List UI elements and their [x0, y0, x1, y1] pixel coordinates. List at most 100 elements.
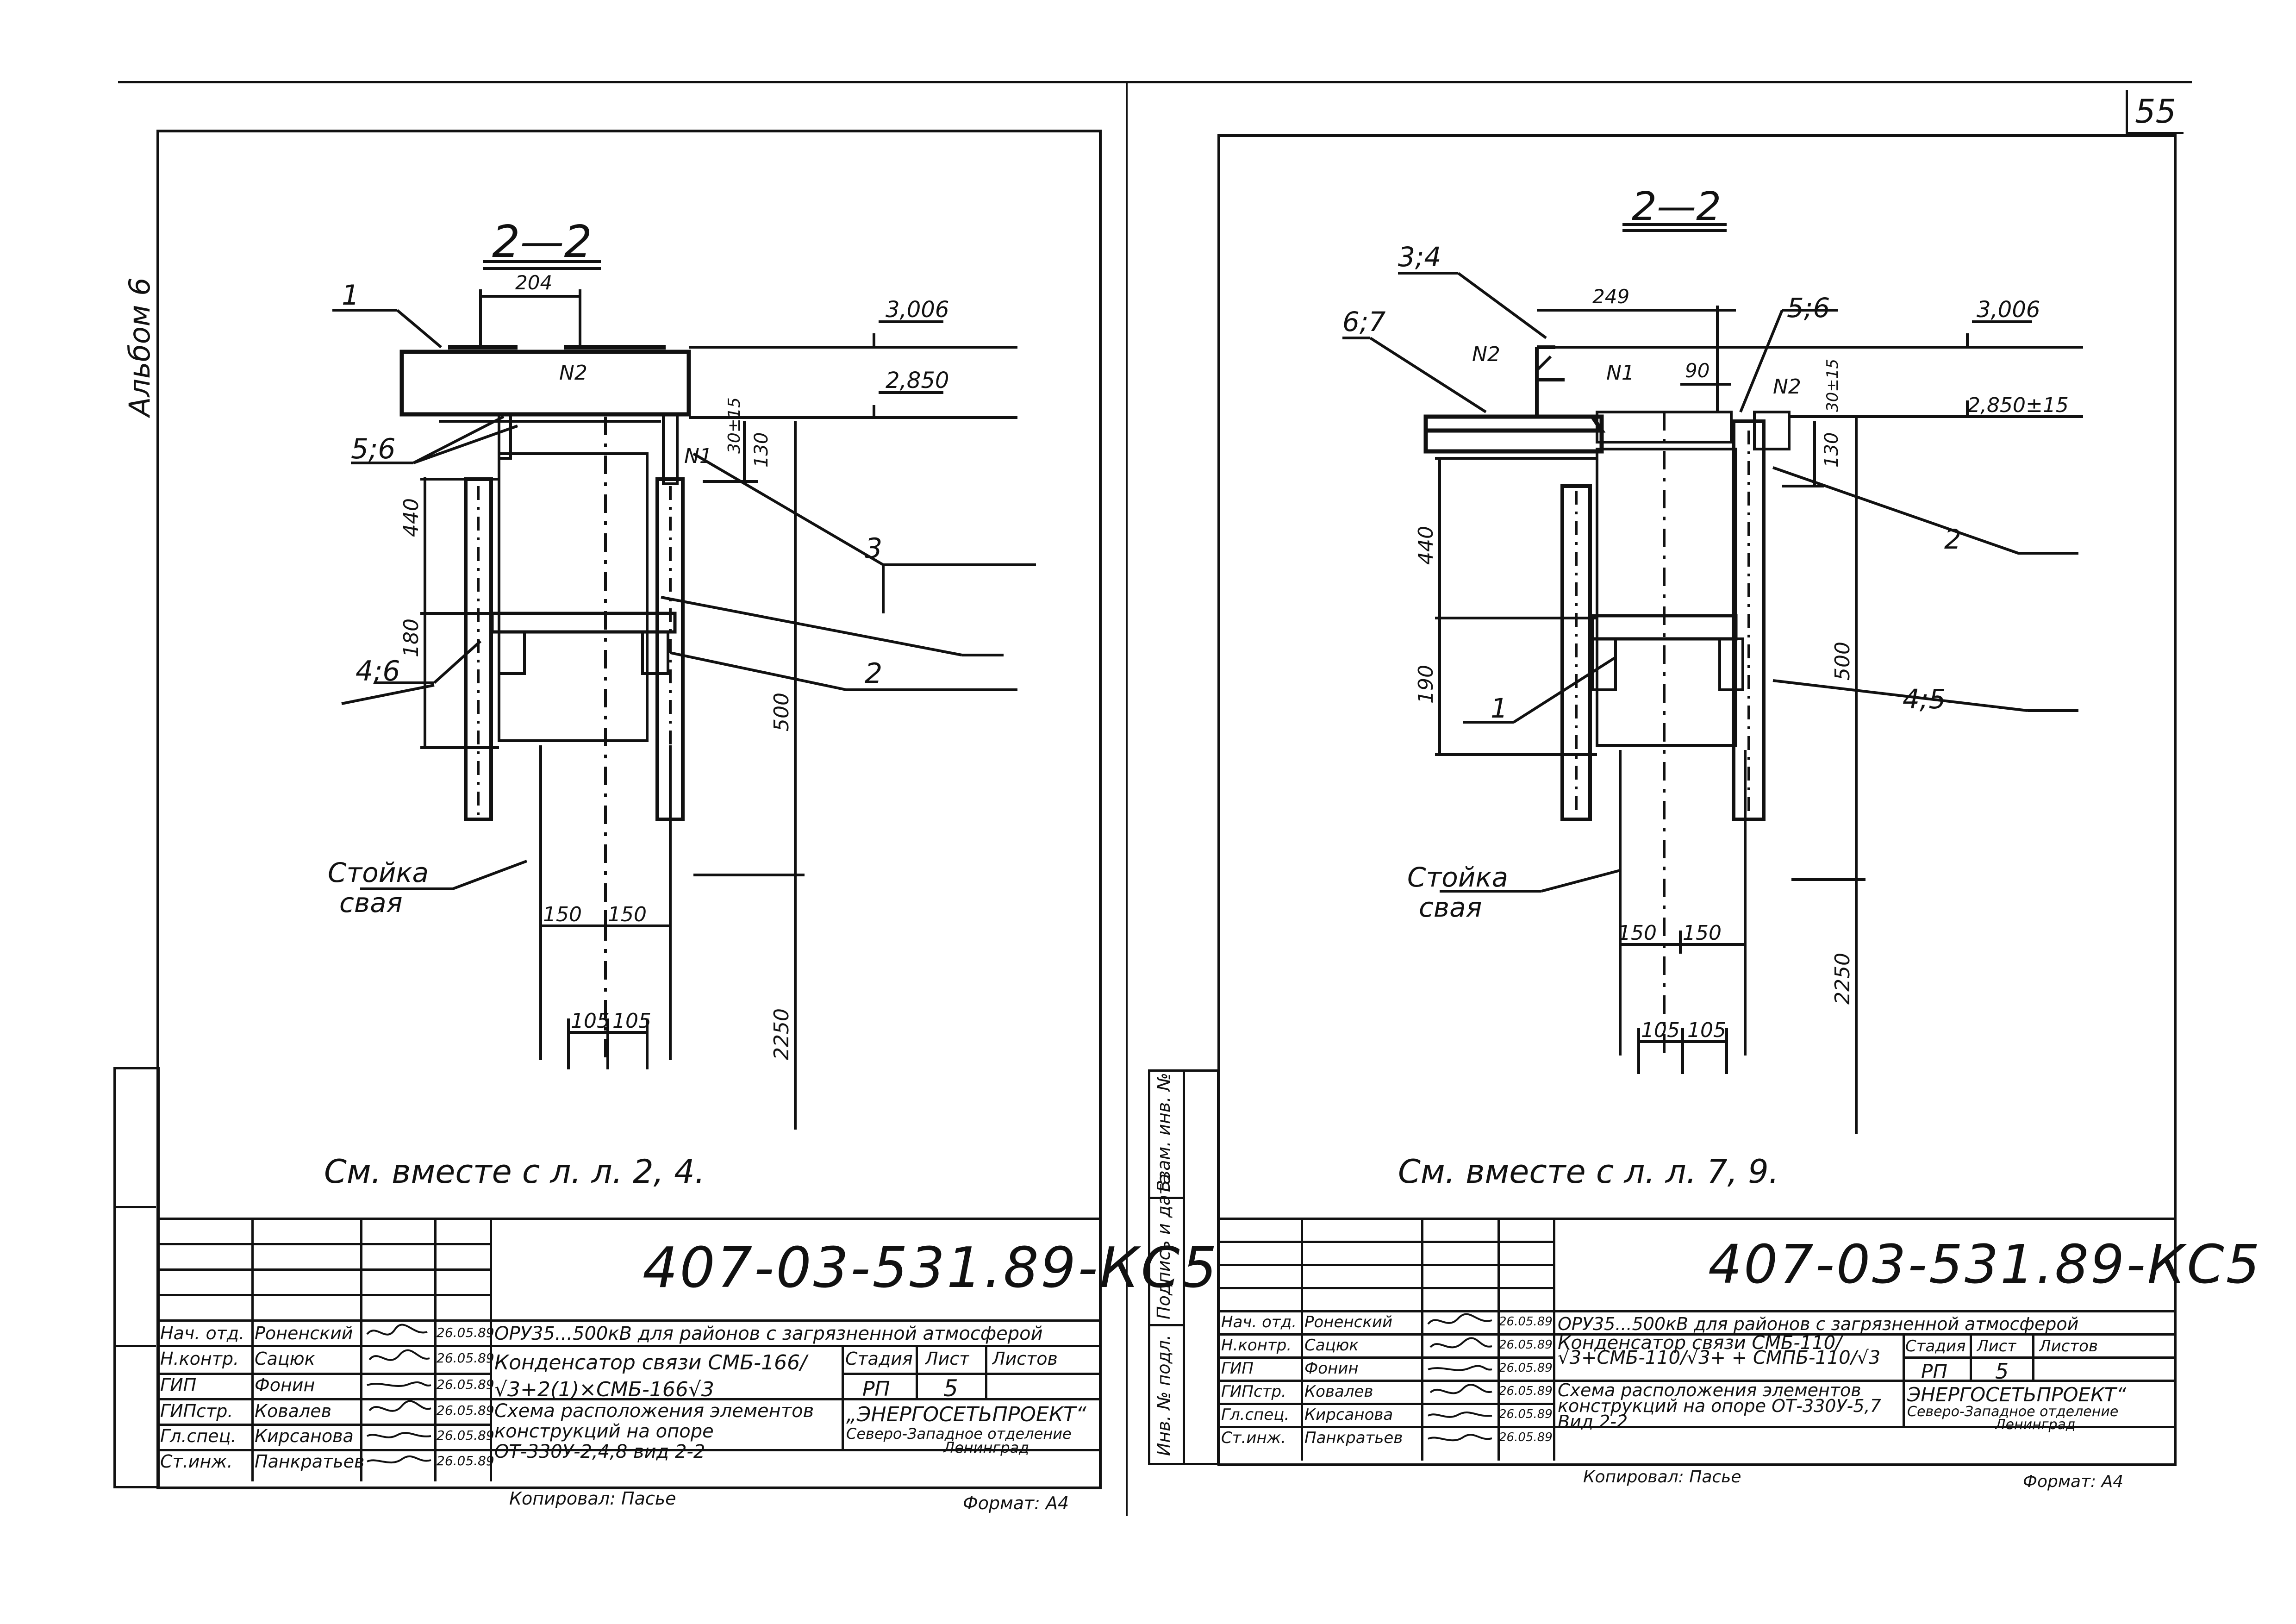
section-title: 2—2 [492, 217, 592, 268]
page-number-box [2126, 90, 2184, 134]
right-stage-header: Стадия [1905, 1337, 1966, 1355]
callout-n2: N2 [559, 361, 587, 385]
right-callout-n2a: N2 [1472, 343, 1500, 366]
right-callout-34: 3;4 [1398, 241, 1441, 273]
right-level-2850: 2,850±15 [1967, 394, 2069, 417]
right-name-1: Сацюк [1304, 1336, 1359, 1355]
left-org1: „ЭНЕРГОСЕТЬПРОЕКТ“ [846, 1403, 1086, 1426]
left-date-5: 26.05.89 [437, 1453, 494, 1468]
dim-440: 440 [399, 498, 423, 537]
right-role-5: Ст.инж. [1221, 1429, 1286, 1447]
margin-label-inv: Инв. № подл. [1154, 1334, 1174, 1456]
right-drawing-code: 407-03-531.89-КС5 [1708, 1234, 2262, 1296]
right-org1: ЭНЕРГОСЕТЬПРОЕКТ“ [1907, 1383, 2127, 1406]
right-org2: Северо-Западное отделение [1907, 1404, 2119, 1420]
right-dim-90: 90 [1685, 359, 1710, 382]
left-name-2: Фонин [255, 1375, 315, 1395]
right-sheet-desc: Схема расположения элементов конструкций… [1558, 1382, 1881, 1430]
left-date-1: 26.05.89 [437, 1350, 494, 1366]
right-signatures [1427, 1313, 1492, 1442]
level-3006: 3,006 [886, 297, 949, 323]
right-org3: Ленинград [1995, 1417, 2076, 1433]
right-name-5: Панкратьев [1304, 1429, 1403, 1447]
right-stoika-label: Стойка [1407, 862, 1508, 893]
left-org2: Северо-Западное отделение [846, 1425, 1072, 1443]
left-signatures [366, 1324, 431, 1464]
right-section-drawing: 2—2 3;4 6;7 5;6 N2 N2 N1 249 90 3,006 2,… [1342, 184, 2083, 1134]
callout-1: 1 [342, 279, 359, 312]
dim-2250: 2250 [770, 1008, 793, 1060]
right-callout-56: 5;6 [1787, 292, 1830, 324]
left-date-4: 26.05.89 [437, 1428, 494, 1443]
right-role-1: Н.контр. [1221, 1336, 1292, 1355]
left-name-0: Роненский [255, 1323, 353, 1343]
left-binding-strip [113, 1067, 160, 1488]
right-see-also-note: См. вместе с л. л. 7, 9. [1398, 1153, 1779, 1191]
right-callout-67: 6;7 [1342, 306, 1385, 337]
right-callout-2: 2 [1944, 524, 1961, 555]
margin-label-sign: Подпись и дата [1154, 1174, 1174, 1319]
right-dim-30: 30±15 [1823, 359, 1842, 412]
left-sheet-frame [156, 130, 1102, 1489]
right-dim-440: 440 [1414, 526, 1438, 565]
left-name-3: Ковалев [255, 1401, 331, 1421]
left-copied-by: Копировал: Пасье [509, 1488, 676, 1509]
level-2850: 2,850 [886, 368, 949, 394]
right-dim-105b: 105 [1687, 1018, 1726, 1042]
right-name-4: Кирсанова [1304, 1405, 1393, 1424]
left-date-3: 26.05.89 [437, 1403, 494, 1418]
left-title-block: 407-03-531.89-КС5 ОРУ35...500кВ для райо… [156, 1218, 1217, 1484]
right-copied-by: Копировал: Пасье [1583, 1468, 1741, 1487]
left-stage: РП [862, 1377, 890, 1401]
right-level-3006: 3,006 [1977, 297, 2040, 323]
right-callout-n2b: N2 [1773, 375, 1801, 399]
dim-130: 130 [751, 432, 772, 468]
callout-3: 3 [865, 532, 882, 565]
dim-150b: 150 [608, 903, 647, 926]
left-list: 5 [943, 1375, 958, 1402]
left-role-2: ГИП [160, 1375, 197, 1395]
callout-46: 4;6 [356, 655, 400, 687]
right-drawing-name: Конденсатор связи СМБ-110/√3+СМБ-110/√3+… [1558, 1336, 1881, 1365]
left-name-5: Панкратьев [255, 1451, 365, 1472]
left-role-5: Ст.инж. [160, 1451, 233, 1472]
right-dim-500: 500 [1831, 642, 1854, 681]
left-sheet-desc: Схема расположения элементов конструкций… [494, 1401, 814, 1462]
callout-n1: N1 [684, 444, 712, 468]
left-name-1: Сацюк [255, 1349, 315, 1369]
right-role-3: ГИПстр. [1221, 1382, 1286, 1401]
right-name-3: Ковалев [1304, 1382, 1373, 1401]
left-format: Формат: А4 [963, 1493, 1069, 1513]
right-callout-45: 4;5 [1903, 683, 1946, 715]
stoika-label: Стойка [328, 857, 429, 888]
left-role-4: Гл.спец. [160, 1426, 237, 1446]
page-number: 55 [2135, 93, 2177, 131]
right-dim-249: 249 [1592, 285, 1629, 308]
right-list: 5 [1995, 1359, 2009, 1384]
dim-180: 180 [399, 618, 423, 657]
right-title-block: 407-03-531.89-КС5 ОРУ35...500кВ для райо… [1217, 1218, 2260, 1463]
right-list-header: Лист [1977, 1337, 2017, 1355]
right-svaya-label: свая [1419, 892, 1482, 923]
dim-150a: 150 [543, 903, 582, 926]
left-section-drawing: 2—2 204 3,006 2,850 1 N2 N1 5;6 3 4;6 2 … [328, 217, 1036, 1130]
right-dim-130: 130 [1821, 432, 1842, 468]
right-dim-2250: 2250 [1831, 953, 1854, 1005]
callout-2: 2 [865, 657, 882, 690]
left-list-header: Лист [925, 1349, 970, 1369]
left-date-0: 26.05.89 [437, 1325, 494, 1340]
left-name-4: Кирсанова [255, 1426, 354, 1446]
left-drawing-code: 407-03-531.89-КС5 [643, 1236, 1219, 1300]
right-name-2: Фонин [1304, 1359, 1359, 1378]
right-role-4: Гл.спец. [1221, 1405, 1290, 1424]
right-callout-n1: N1 [1606, 361, 1635, 385]
left-role-3: ГИПстр. [160, 1401, 233, 1421]
right-date-5: 26.05.89 [1499, 1430, 1553, 1444]
left-lists-header: Листов [992, 1349, 1058, 1369]
left-drawing-name: Конденсатор связи СМБ-166/√3+2(1)×СМБ-16… [494, 1351, 807, 1401]
center-fold-line [1126, 81, 1128, 1516]
album-label: Альбом 6 [123, 277, 156, 417]
left-role-1: Н.контр. [160, 1349, 239, 1369]
right-date-4: 26.05.89 [1499, 1407, 1553, 1421]
right-lists-header: Листов [2039, 1337, 2098, 1355]
